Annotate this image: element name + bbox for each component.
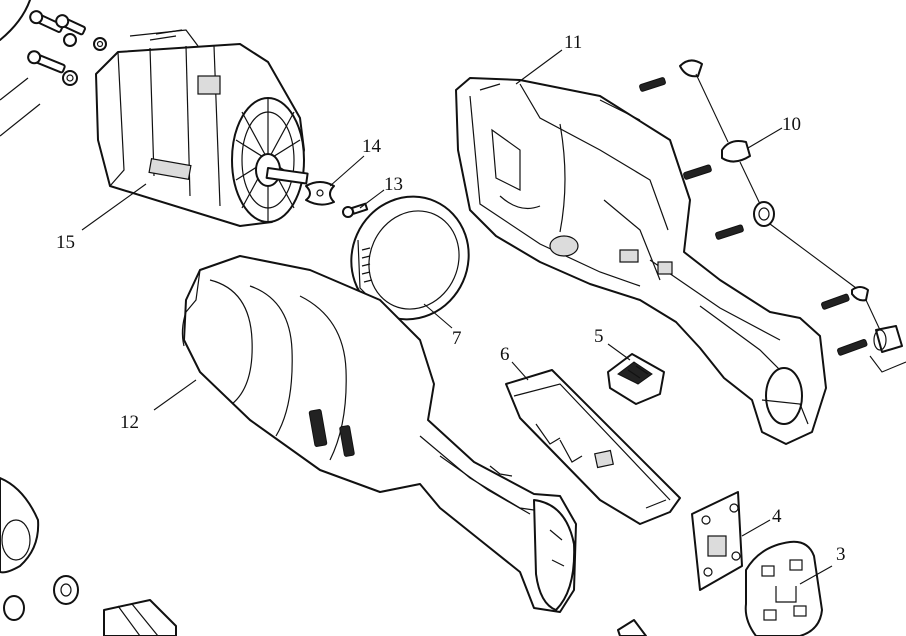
leader-4 — [741, 519, 771, 537]
callout-10: 10 — [782, 114, 801, 135]
callout-15: 15 — [56, 232, 75, 253]
leader-lines — [81, 49, 833, 585]
callout-12: 12 — [120, 412, 139, 433]
part-3-bracket — [744, 540, 823, 636]
leader-7 — [423, 303, 453, 329]
part-14-clip — [305, 181, 335, 206]
part-10-fasteners — [639, 59, 906, 373]
callout-11: 11 — [564, 32, 582, 53]
edge-fragment-top-left — [0, 0, 41, 137]
part-15-motor — [95, 29, 309, 227]
callout-labels: 3 4 5 6 7 10 11 12 13 14 15 — [56, 32, 846, 565]
part-12-main-housing — [181, 255, 577, 613]
callout-13: 13 — [384, 174, 403, 195]
callout-6: 6 — [500, 344, 510, 365]
callout-3: 3 — [836, 544, 846, 565]
leader-12 — [153, 379, 197, 411]
leader-13 — [359, 189, 385, 209]
leader-10 — [747, 127, 783, 149]
leader-15 — [81, 183, 147, 231]
part-4-circuit-board — [691, 491, 743, 591]
callout-4: 4 — [772, 506, 782, 527]
leader-11 — [515, 49, 563, 85]
leader-14 — [329, 155, 365, 187]
part-13-screw — [342, 202, 369, 218]
edge-fragments-bottom-left — [0, 477, 647, 636]
motor-mount-screws — [27, 10, 107, 86]
callout-7: 7 — [452, 328, 462, 349]
part-6-plate — [505, 369, 681, 525]
part-11-housing-half — [455, 77, 827, 445]
callout-5: 5 — [594, 326, 604, 347]
part-5-switch-button — [607, 353, 665, 405]
callout-14: 14 — [362, 136, 382, 157]
leader-6 — [511, 361, 529, 381]
leader-3 — [799, 565, 833, 585]
leader-5 — [607, 343, 631, 361]
